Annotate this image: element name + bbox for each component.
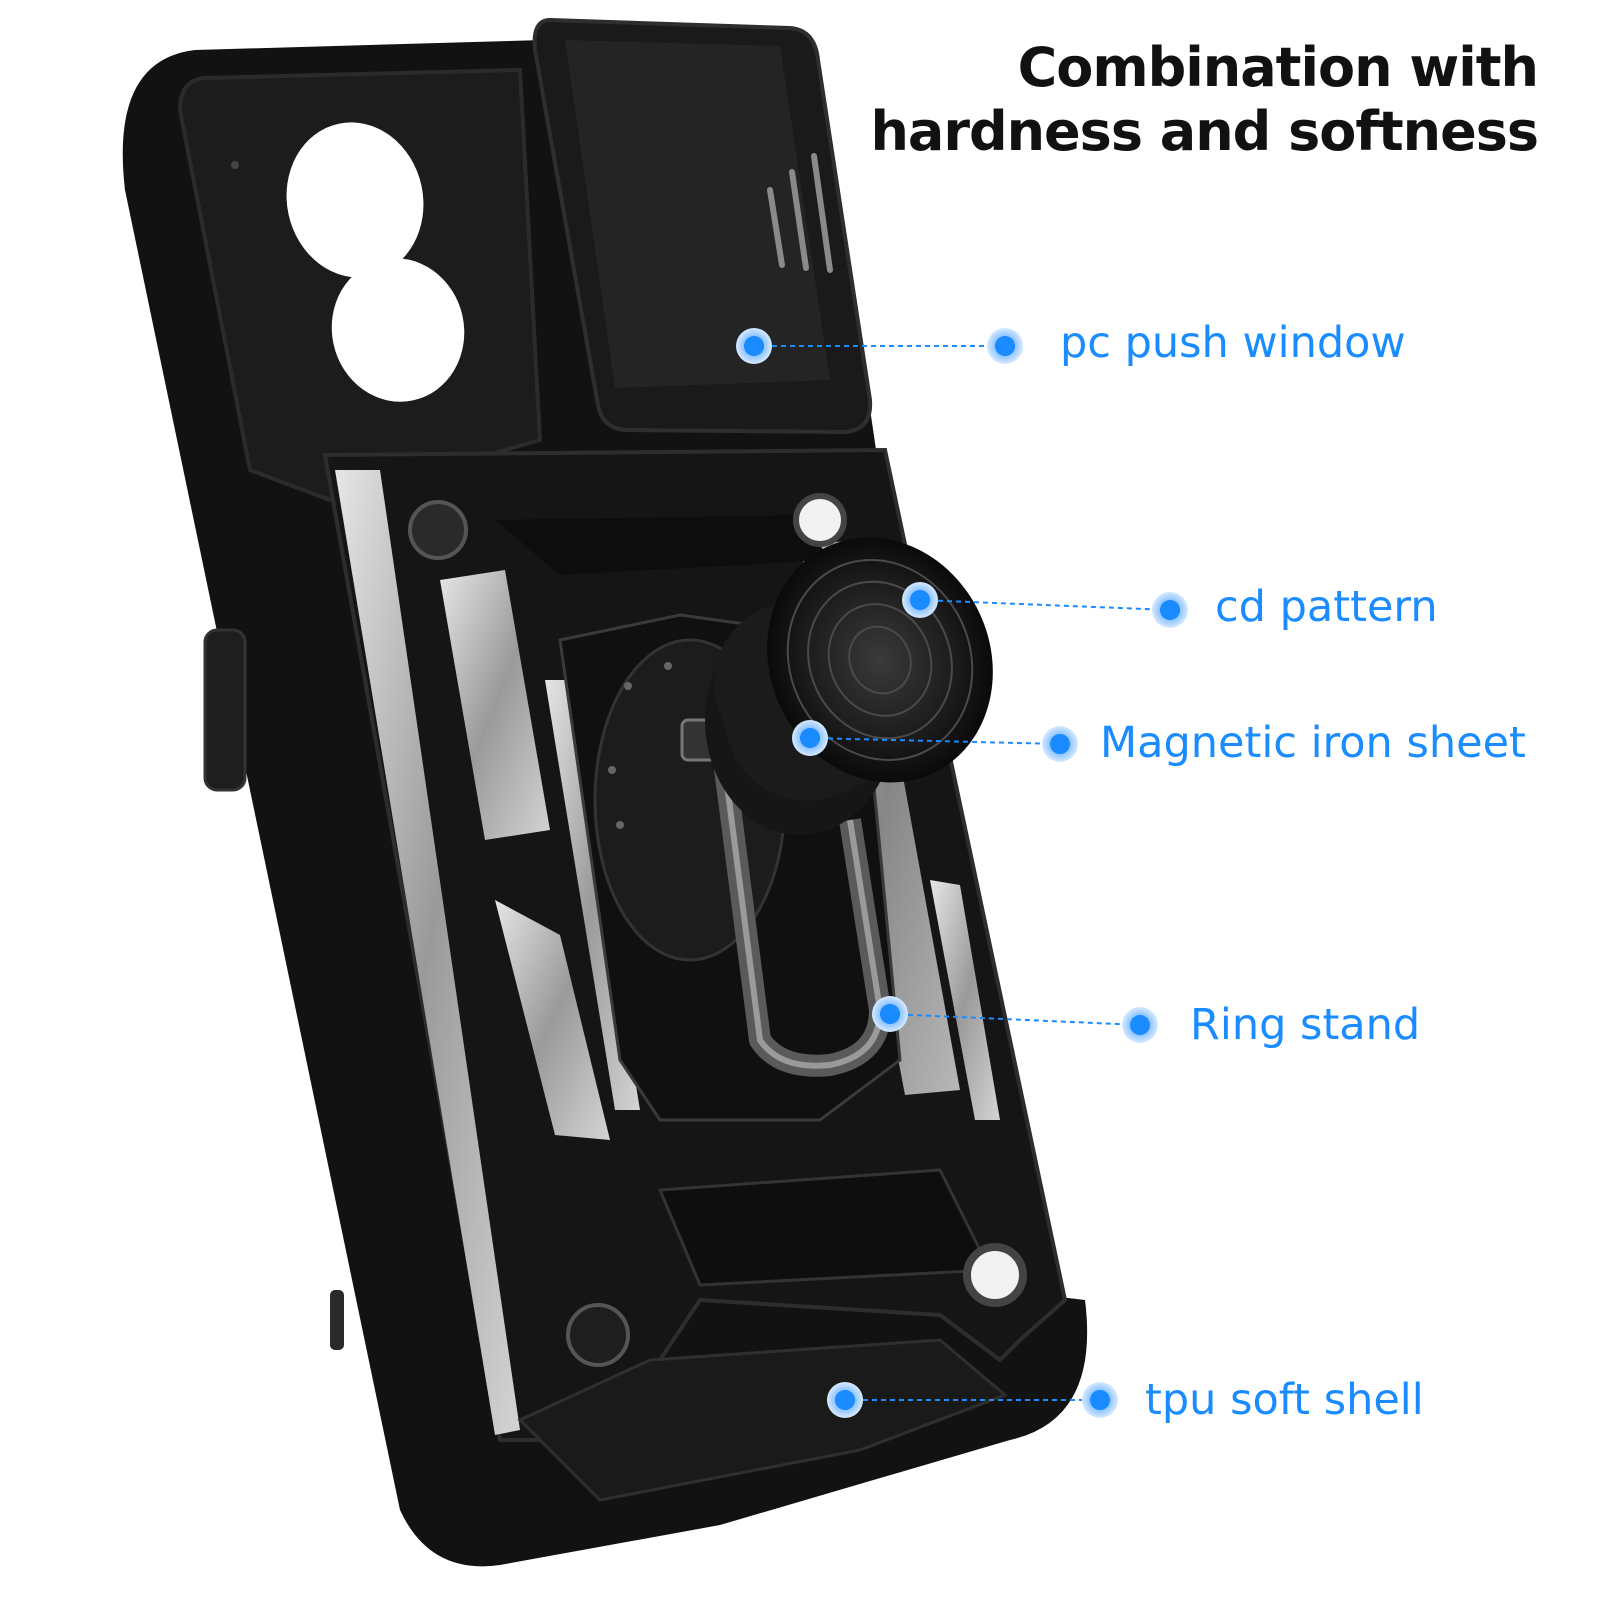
pc-push-window-slider bbox=[532, 17, 873, 435]
camera-cutouts bbox=[231, 122, 465, 402]
dot-ring-stand-end bbox=[1122, 1007, 1158, 1043]
callout-dots bbox=[736, 328, 1188, 1418]
dot-tpu-soft-shell-end bbox=[1082, 1382, 1118, 1418]
headline: Combination with hardness and softness bbox=[870, 36, 1539, 164]
dot-ring-stand-start bbox=[872, 996, 908, 1032]
callout-ring-stand: Ring stand bbox=[1190, 1000, 1421, 1050]
dot-magnetic-iron-sheet-end bbox=[1042, 726, 1078, 762]
leader-ring-stand bbox=[889, 1013, 1141, 1026]
headline-line-1: Combination with bbox=[1017, 36, 1539, 99]
callout-cd-pattern: cd pattern bbox=[1215, 582, 1438, 632]
dot-pc-push-window-end bbox=[987, 328, 1023, 364]
leader-magnetic-iron-sheet bbox=[809, 737, 1061, 745]
dot-pc-push-window-start bbox=[736, 328, 772, 364]
callout-magnetic-iron-sheet: Magnetic iron sheet bbox=[1100, 718, 1526, 768]
dot-cd-pattern-start bbox=[902, 582, 938, 618]
dot-cd-pattern-end bbox=[1152, 592, 1188, 628]
callout-tpu-soft-shell: tpu soft shell bbox=[1145, 1375, 1424, 1425]
tpu-bottom-lip bbox=[517, 1338, 1008, 1502]
dot-magnetic-iron-sheet-start bbox=[792, 720, 828, 756]
headline-line-2: hardness and softness bbox=[870, 100, 1539, 163]
cd-pattern-disc bbox=[705, 537, 993, 835]
callout-pc-push-window: pc push window bbox=[1060, 318, 1406, 368]
ring-stand-graphic bbox=[680, 718, 891, 1077]
callout-leaders bbox=[754, 345, 1171, 1401]
leader-cd-pattern bbox=[919, 599, 1171, 611]
dot-tpu-soft-shell-start bbox=[827, 1382, 863, 1418]
